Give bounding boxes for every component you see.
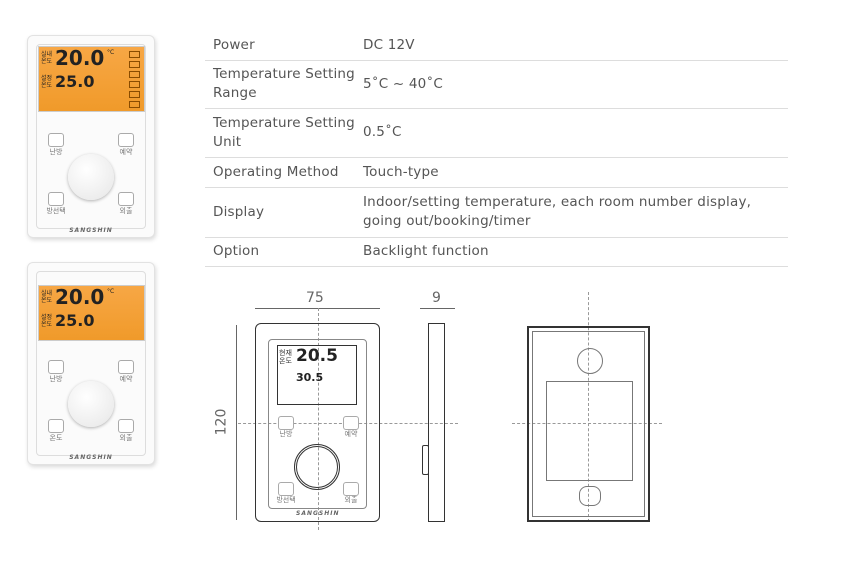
depth-dimension: 9 — [432, 290, 441, 306]
spec-label: Display — [205, 187, 355, 238]
back-view — [527, 326, 650, 522]
alarm-clock-icon — [118, 360, 134, 374]
alarm-clock-icon — [118, 133, 134, 147]
thermostat-photo-2: 실내 온도 20.0 °C 설정 온도 25.0 난방 예약 온도 외출 SAN… — [27, 262, 155, 465]
heat-label: 난방 — [49, 148, 63, 156]
room-select-label: 방선택 — [276, 496, 296, 504]
brand-logo: SANGSHIN — [69, 454, 113, 461]
room-temp: 20.5 — [296, 346, 338, 366]
front-view: 현재 온도 20.5 30.5 난방 예약 방선택 외출 SANGSHIN — [255, 323, 380, 522]
set-temp: 30.5 — [296, 371, 324, 384]
spec-label: Temperature Setting Unit — [205, 108, 355, 158]
side-view — [428, 323, 445, 522]
dial-knob — [68, 381, 114, 427]
room-select-icon — [48, 192, 64, 206]
spec-label: Temperature Setting Range — [205, 60, 355, 109]
set-temp: 25.0 — [55, 72, 95, 91]
room-label: 실내 온도 — [41, 290, 53, 304]
room-select-label: 방선택 — [46, 207, 66, 215]
set-label: 설정 온도 — [41, 314, 53, 328]
spec-label: Power — [205, 32, 355, 61]
heat-label: 난방 — [49, 375, 63, 383]
lcd-display: 실내 온도 20.0 °C 설정 온도 25.0 — [38, 285, 145, 341]
heat-icon — [48, 360, 64, 374]
lcd-display: 실내 온도 20.0 °C 설정 온도 25.0 — [38, 46, 145, 112]
dial-knob — [294, 444, 340, 490]
car-icon — [343, 482, 359, 496]
car-icon — [118, 419, 134, 433]
set-label: 설정 온도 — [41, 75, 53, 89]
reserve-label: 예약 — [119, 375, 133, 383]
outing-label: 외출 — [119, 434, 133, 442]
temp-icon — [48, 419, 64, 433]
outing-label: 외출 — [344, 496, 358, 504]
spec-value: DC 12V — [355, 32, 788, 61]
spec-value: Indoor/setting temperature, each room nu… — [355, 187, 788, 238]
car-icon — [118, 192, 134, 206]
room-label: 실내 온도 — [41, 51, 53, 65]
room-select-icon — [278, 482, 294, 496]
reserve-label: 예약 — [119, 148, 133, 156]
spec-value: Touch-type — [355, 157, 788, 188]
spec-value: 0.5˚C — [355, 108, 788, 158]
set-temp: 25.0 — [55, 311, 95, 330]
brand-logo: SANGSHIN — [296, 510, 340, 517]
outing-label: 외출 — [119, 207, 133, 215]
heat-icon — [278, 416, 294, 430]
spec-label: Option — [205, 237, 355, 267]
unit: °C — [107, 49, 115, 56]
spec-value: Backlight function — [355, 237, 788, 267]
room-label: 현재 온도 — [279, 349, 292, 365]
spec-label: Operating Method — [205, 157, 355, 188]
dial-knob — [68, 154, 114, 200]
height-dimension: 120 — [213, 408, 230, 436]
thermostat-photo-1: 실내 온도 20.0 °C 설정 온도 25.0 난방 예약 방선택 외출 SA… — [27, 35, 155, 238]
heat-label: 난방 — [279, 430, 293, 438]
width-dimension: 75 — [306, 290, 324, 306]
temp-label: 온도 — [49, 434, 63, 442]
alarm-clock-icon — [343, 416, 359, 430]
room-temp: 20.0 — [55, 285, 105, 309]
room-temp: 20.0 — [55, 46, 105, 70]
unit: °C — [107, 288, 115, 295]
spec-value: 5˚C ~ 40˚C — [355, 60, 788, 109]
heat-icon — [48, 133, 64, 147]
reserve-label: 예약 — [344, 430, 358, 438]
brand-logo: SANGSHIN — [69, 227, 113, 234]
